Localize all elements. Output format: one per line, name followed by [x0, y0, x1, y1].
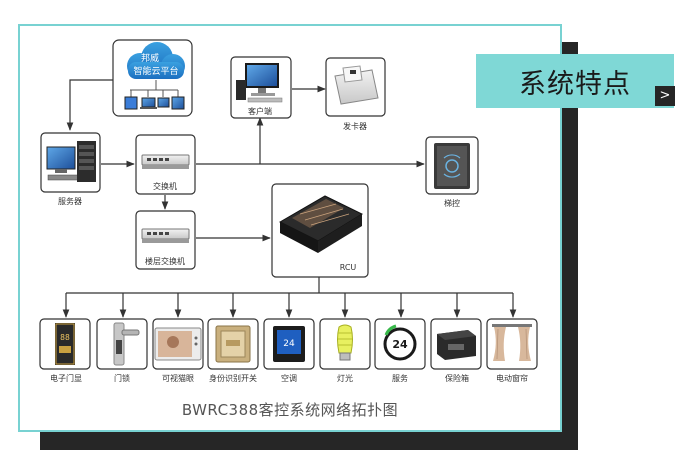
card-issuer-node: 发卡器 — [325, 57, 386, 131]
cloud-icon — [127, 42, 185, 79]
device-door-lock: 门锁 — [96, 318, 148, 383]
device-door-display-label: 电子门显 — [50, 373, 82, 383]
device-curtain-label: 电动窗帘 — [496, 373, 528, 383]
next-arrow-button[interactable]: > — [655, 86, 675, 106]
device-service-label: 服务 — [392, 373, 408, 383]
elevator-control-node: 梯控 — [425, 136, 479, 208]
svg-text:24: 24 — [392, 338, 408, 351]
switch-node: 交换机 — [135, 134, 196, 195]
door-display-icon: 88 — [55, 323, 75, 365]
device-video-peephole-label: 可视猫眼 — [162, 373, 194, 383]
device-video-peephole: 可视猫眼 — [152, 318, 204, 383]
safe-icon — [437, 330, 476, 360]
thermostat-icon: 24 — [273, 326, 305, 362]
svg-text:88: 88 — [60, 333, 70, 342]
id-switch-icon — [215, 325, 251, 363]
elevator-reader-icon — [434, 143, 470, 189]
device-air-conditioning: 24 空调 — [263, 318, 315, 383]
floor-switch-node: 楼层交换机 — [135, 210, 196, 270]
cloud-platform-node: 邦威 智能云平台 — [112, 39, 193, 117]
device-door-display: 88 电子门显 — [39, 318, 91, 383]
server-icon — [46, 141, 96, 182]
device-safe-label: 保险箱 — [445, 373, 469, 383]
client-computer-icon — [236, 63, 283, 103]
device-curtain: 电动窗帘 — [486, 318, 538, 383]
video-peephole-icon — [154, 327, 202, 361]
client-label: 客户端 — [248, 106, 272, 116]
curtain-icon — [492, 324, 532, 361]
rcu-node: RCU — [271, 183, 369, 278]
chevron-right-icon: > — [659, 88, 671, 103]
svg-text:24: 24 — [283, 339, 295, 349]
client-node: 客户端 — [230, 56, 292, 119]
device-lighting: 灯光 — [319, 318, 371, 383]
server-node: 服务器 — [40, 132, 101, 206]
cloud-subtitle: 智能云平台 — [133, 65, 178, 77]
switch-icon — [141, 154, 190, 169]
server-label: 服务器 — [58, 196, 82, 206]
device-air-conditioning-label: 空调 — [281, 373, 297, 383]
door-lock-icon — [113, 322, 140, 366]
device-service: 24 服务 — [374, 318, 426, 383]
device-id-switch: 身份识别开关 — [207, 318, 259, 383]
connector-lines — [62, 79, 517, 318]
cloud-terminals-icon — [124, 80, 185, 110]
rcu-board-icon — [278, 195, 364, 253]
rcu-label: RCU — [340, 263, 357, 272]
switch-label: 交换机 — [153, 181, 177, 191]
card-issuer-label: 发卡器 — [343, 121, 367, 131]
device-safe: 保险箱 — [430, 318, 482, 383]
cloud-title: 邦威 — [141, 52, 159, 64]
service-24-icon: 24 — [383, 324, 417, 361]
device-lighting-label: 灯光 — [337, 373, 353, 383]
floor-switch-icon — [141, 228, 190, 243]
device-door-lock-label: 门锁 — [114, 373, 130, 383]
diagram-caption: BWRC388客控系统网络拓扑图 — [181, 401, 399, 419]
bulb-icon — [337, 324, 353, 361]
section-title-badge: 系统特点 — [476, 54, 674, 108]
device-id-switch-label: 身份识别开关 — [209, 373, 257, 383]
card-issuer-icon — [334, 65, 379, 105]
device-row: 88 电子门显 门锁 可视猫眼 — [39, 318, 538, 383]
elevator-label: 梯控 — [444, 198, 460, 208]
section-title: 系统特点 — [519, 68, 631, 100]
floor-switch-label: 楼层交换机 — [145, 256, 185, 266]
